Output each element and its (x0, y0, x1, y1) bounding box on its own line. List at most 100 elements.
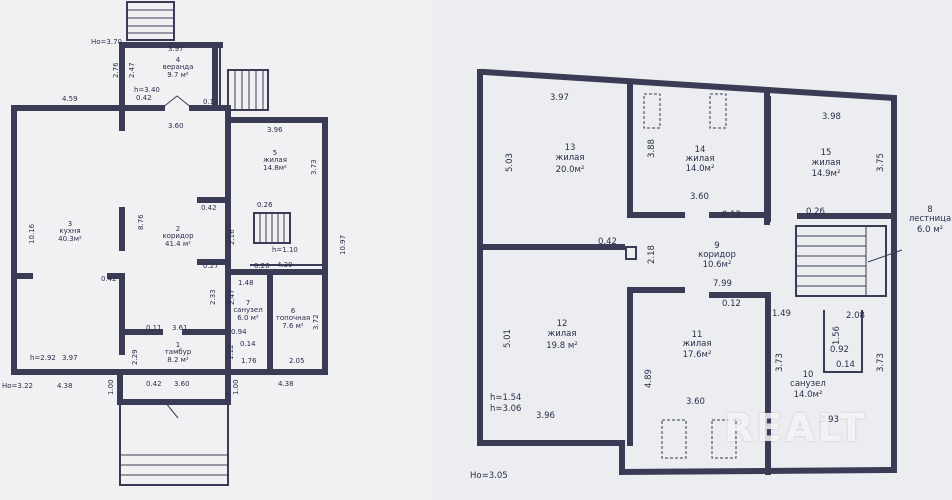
svg-text:3.97: 3.97 (168, 45, 184, 53)
room-14-label: 14 жилая 14.0м² (686, 145, 715, 174)
svg-text:17.6м²: 17.6м² (683, 350, 712, 360)
room-5-label: 5 жилая 14.8м² (263, 149, 287, 172)
svg-text:0.26: 0.26 (806, 207, 825, 217)
svg-text:2.08: 2.08 (846, 311, 865, 321)
main-stairs (253, 212, 291, 244)
room-11-fixtures (661, 419, 737, 459)
svg-text:2.33: 2.33 (209, 289, 217, 305)
room-9-label: 9 коридор 10.6м² (698, 241, 736, 270)
svg-text:0.12: 0.12 (722, 299, 741, 309)
svg-text:0.42: 0.42 (146, 380, 162, 388)
svg-text:0.42: 0.42 (136, 94, 152, 102)
svg-text:1.48: 1.48 (238, 279, 254, 287)
room-12-label: 12 жилая 19.8 м² (546, 319, 577, 351)
svg-text:жилая: жилая (812, 158, 841, 168)
svg-text:3.98: 3.98 (822, 112, 841, 122)
svg-text:жилая: жилая (263, 156, 287, 164)
svg-text:h=2.92: h=2.92 (30, 354, 56, 362)
room-14-fixtures (643, 93, 727, 129)
svg-text:коридор: коридор (698, 250, 736, 260)
svg-text:8.2 м²: 8.2 м² (167, 356, 189, 364)
svg-text:h=3.40: h=3.40 (134, 86, 160, 94)
svg-text:3.60: 3.60 (690, 192, 709, 202)
svg-text:9: 9 (714, 241, 719, 251)
svg-text:10.16: 10.16 (28, 223, 36, 244)
ground-floor-plan: Ho=3.70 Ho=3.22 4 веранда 9.7 м² 5 жилая… (0, 0, 432, 500)
svg-text:14.0м²: 14.0м² (794, 390, 823, 400)
svg-text:3.97: 3.97 (550, 93, 569, 103)
svg-text:10.97: 10.97 (339, 235, 347, 255)
svg-text:h=1.10: h=1.10 (272, 246, 298, 254)
svg-text:4.39: 4.39 (277, 261, 293, 269)
svg-text:3.96: 3.96 (536, 411, 555, 421)
svg-text:0.12: 0.12 (203, 98, 219, 106)
svg-text:4: 4 (176, 56, 181, 64)
svg-text:13: 13 (565, 143, 576, 153)
svg-text:14.8м²: 14.8м² (263, 164, 287, 172)
room-2-label: 2 коридор 41.4 м² (162, 225, 194, 248)
svg-text:6.0 м²: 6.0 м² (237, 314, 259, 322)
svg-text:3.60: 3.60 (174, 380, 190, 388)
svg-text:0.11: 0.11 (146, 324, 162, 332)
svg-text:3.73: 3.73 (876, 353, 886, 372)
porch-stairs (120, 454, 228, 476)
svg-text:14: 14 (695, 145, 706, 155)
svg-text:14.9м²: 14.9м² (812, 169, 841, 179)
elevation-bottom-right-label: Ho=3.05 (470, 471, 508, 481)
svg-text:5.03: 5.03 (505, 153, 515, 172)
watermark-text: REALT (724, 406, 868, 450)
svg-text:2.47: 2.47 (128, 62, 136, 78)
svg-text:тамбур: тамбур (165, 348, 192, 356)
svg-text:0.42: 0.42 (598, 237, 617, 247)
svg-text:3: 3 (68, 220, 72, 228)
svg-text:15: 15 (821, 148, 832, 158)
svg-text:5.01: 5.01 (503, 329, 513, 348)
svg-text:7.99: 7.99 (713, 279, 732, 289)
svg-text:4.89: 4.89 (644, 369, 654, 388)
svg-text:жилая: жилая (556, 153, 585, 163)
svg-text:0.94: 0.94 (231, 328, 247, 336)
svg-text:0.26: 0.26 (257, 201, 273, 209)
svg-text:h=3.06: h=3.06 (490, 404, 521, 414)
svg-text:0.26: 0.26 (254, 262, 270, 270)
svg-text:3.61: 3.61 (172, 324, 188, 332)
svg-text:7: 7 (246, 299, 250, 307)
svg-text:0.42: 0.42 (101, 275, 117, 283)
svg-text:1.00: 1.00 (107, 379, 115, 395)
svg-text:2.29: 2.29 (131, 349, 139, 365)
svg-text:3.60: 3.60 (686, 397, 705, 407)
svg-text:8: 8 (927, 205, 932, 215)
room-1-label: 1 тамбур 8.2 м² (165, 341, 192, 364)
svg-text:10: 10 (803, 370, 814, 380)
svg-text:1.76: 1.76 (241, 357, 257, 365)
svg-text:3.93: 3.93 (820, 415, 839, 425)
svg-text:2.16: 2.16 (228, 229, 236, 245)
svg-text:11: 11 (692, 330, 703, 340)
upper-floor-plan: Ho=3.05 13 жилая 20.0м² 14 жилая 14.0м² … (432, 0, 952, 500)
svg-text:жилая: жилая (683, 339, 712, 349)
svg-text:3.72: 3.72 (312, 314, 320, 330)
room-6-label: 6 топочная 7.6 м² (276, 307, 310, 330)
svg-text:2: 2 (176, 225, 180, 233)
svg-text:8.76: 8.76 (137, 214, 145, 230)
svg-text:1: 1 (176, 341, 180, 349)
svg-text:0.92: 0.92 (830, 345, 849, 355)
room-10-label: 10 санузел 14.0м² (790, 370, 826, 400)
room-15-label: 15 жилая 14.9м² (812, 148, 841, 179)
svg-text:3.60: 3.60 (168, 122, 184, 130)
svg-text:0.27: 0.27 (203, 262, 219, 270)
svg-text:20.0м²: 20.0м² (556, 165, 585, 175)
svg-text:2.47: 2.47 (228, 289, 236, 305)
svg-text:топочная: топочная (276, 314, 310, 322)
svg-text:9.7 м²: 9.7 м² (167, 71, 189, 79)
svg-text:0.12: 0.12 (722, 210, 741, 220)
svg-text:3.88: 3.88 (647, 139, 657, 158)
svg-text:0.14: 0.14 (836, 360, 855, 370)
svg-text:1.12: 1.12 (227, 344, 235, 360)
svg-text:коридор: коридор (162, 232, 194, 240)
svg-text:1.49: 1.49 (772, 309, 791, 319)
svg-text:6: 6 (291, 307, 296, 315)
svg-text:3.73: 3.73 (310, 159, 318, 175)
room-11-label: 11 жилая 17.6м² (683, 330, 712, 360)
svg-text:3.97: 3.97 (62, 354, 78, 362)
